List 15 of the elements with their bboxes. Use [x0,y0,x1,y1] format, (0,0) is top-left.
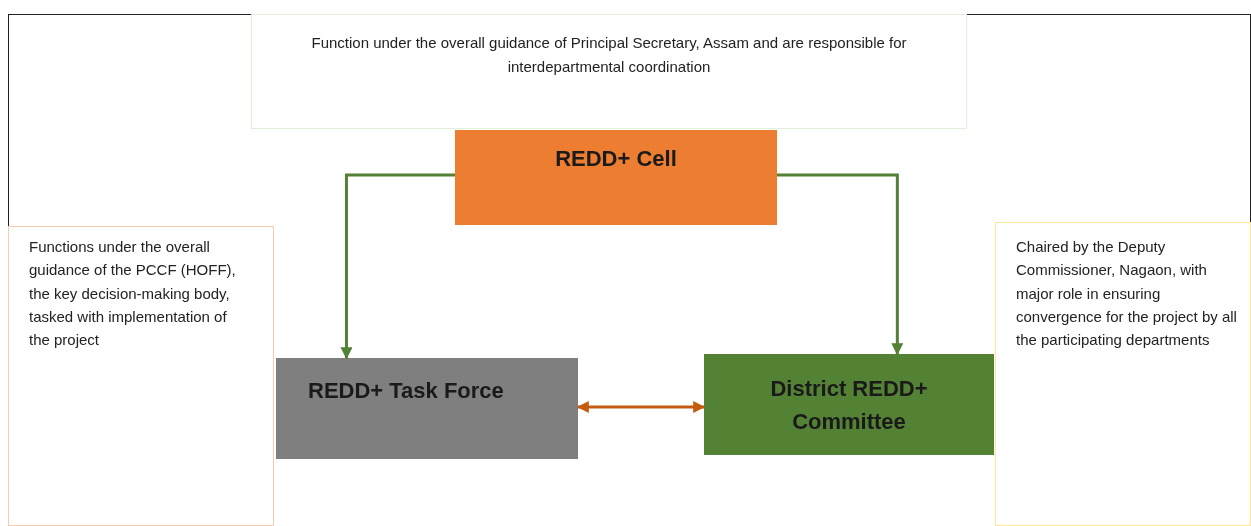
node-text: Functions under the overall guidance of the PCCF (HOFF), the key decision-making body, tasked with implementation of the project [29,237,237,350]
arrow [340,173,455,360]
arrow [576,401,706,413]
node-text: District REDD+ Committee [769,374,929,436]
arrow [777,173,904,356]
process-box [276,358,578,459]
process-box [704,354,994,455]
note-box [995,222,1251,526]
node-text: REDD+ Task Force [308,377,505,405]
node-text: Chaired by the Deputy Commissioner, Nagaon, with major role in ensuring convergence for the project by all the participating departments [1016,237,1238,350]
node-text: Function under the overall guidance of Principal Secretary, Assam and are responsible for interdepartmental coordination [310,33,908,77]
node-text: REDD+ Cell [555,145,677,173]
note-box [8,226,274,526]
process-box [455,130,777,225]
note-box [251,14,967,129]
